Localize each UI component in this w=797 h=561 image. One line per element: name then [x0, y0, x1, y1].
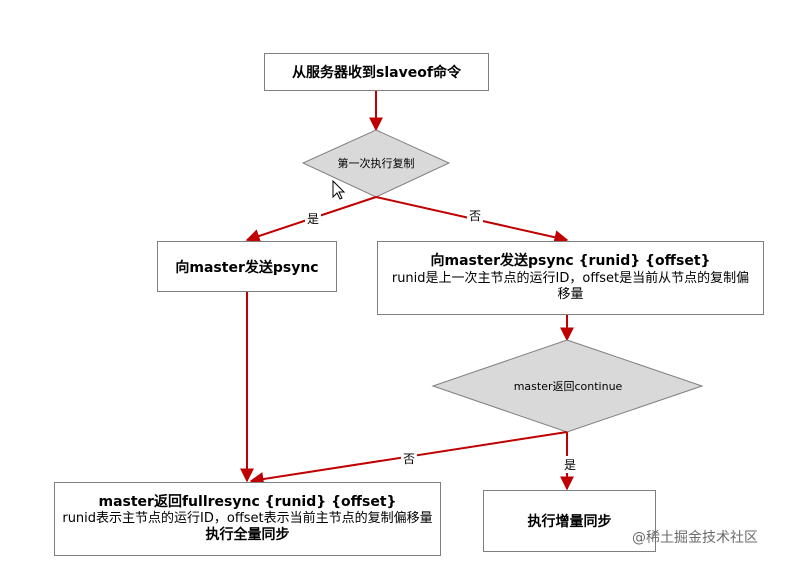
watermark: @稀土掘金技术社区 [632, 530, 758, 546]
fullresync-action: 执行全量同步 [205, 526, 290, 543]
first-run-label: 第一次执行复制 [318, 155, 434, 171]
send-psync-runid-desc: runid是上一次主节点的运行ID，offset是当前从节点的复制偏移量 [391, 270, 750, 302]
start-label: 从服务器收到slaveof命令 [292, 65, 461, 81]
send-psync-box: 向master发送psync [157, 241, 337, 292]
edge-label-yes-1: 是 [305, 210, 322, 227]
fullresync-box: master返回fullresync {runid} {offset} runi… [54, 482, 441, 556]
fullresync-desc: runid表示主节点的运行ID，offset表示当前主节点的复制偏移量 [62, 511, 433, 527]
send-psync-label: 向master发送psync [175, 259, 319, 276]
incremental-sync-label: 执行增量同步 [527, 514, 612, 530]
send-psync-runid-title: 向master发送psync {runid} {offset} [430, 253, 711, 269]
fullresync-title: master返回fullresync {runid} {offset} [98, 493, 397, 510]
start-box: 从服务器收到slaveof命令 [264, 53, 489, 91]
incremental-sync-box: 执行增量同步 [483, 490, 656, 552]
send-psync-runid-box: 向master发送psync {runid} {offset} runid是上一… [377, 241, 764, 315]
master-continue-text: master返回continue [513, 380, 623, 393]
edge-label-no-1: 否 [467, 207, 484, 224]
edge-label-no-2: 否 [401, 450, 418, 467]
edge-label-yes-2: 是 [562, 456, 579, 473]
mouse-cursor-icon [332, 179, 346, 200]
first-run-text: 第一次执行复制 [337, 157, 415, 170]
master-continue-label: master返回continue [478, 378, 658, 394]
